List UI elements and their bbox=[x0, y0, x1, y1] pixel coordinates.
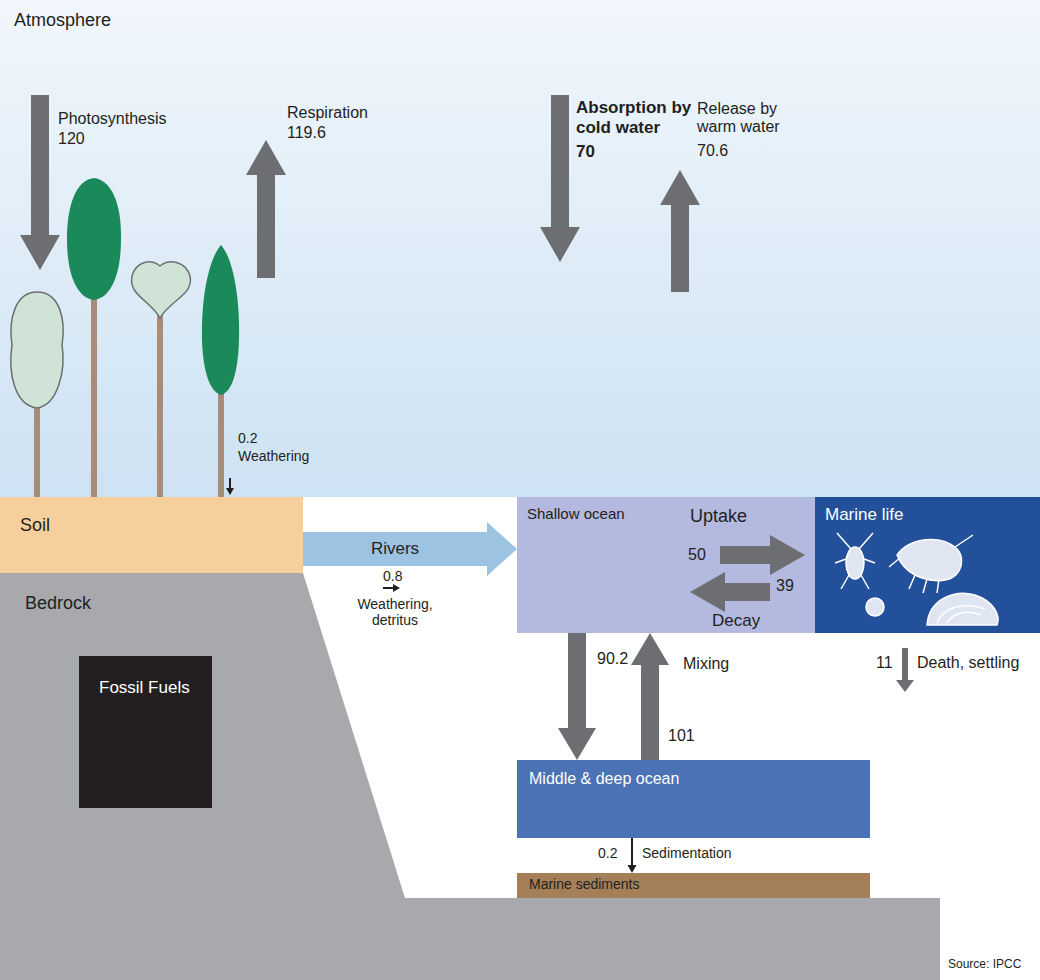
deep-ocean-box: Middle & deep ocean bbox=[517, 760, 870, 838]
flux-label: 0.2 bbox=[598, 845, 617, 861]
flux-label: Source: IPCC bbox=[948, 958, 1021, 972]
settling-arrow bbox=[896, 648, 914, 692]
flux-label: Respiration bbox=[287, 104, 368, 122]
fossil-fuel-box: Fossil Fuels bbox=[79, 656, 212, 808]
flux-label: Release by warm water bbox=[697, 100, 802, 137]
sky-ground bbox=[0, 0, 1040, 497]
node-text: Atmosphere bbox=[14, 10, 1026, 31]
flux-label: Mixing bbox=[683, 655, 729, 673]
flux-label: 119.6 bbox=[287, 124, 326, 142]
downwelling-arrow bbox=[558, 633, 596, 760]
flux-label: Weathering, detritus bbox=[345, 596, 445, 628]
sediment-layer: Marine sediments bbox=[517, 873, 870, 898]
flux-label: 0.8 bbox=[383, 568, 402, 584]
flux-label: 0.2 bbox=[238, 430, 257, 446]
flux-label: 70.6 bbox=[697, 142, 728, 160]
bottom-rock bbox=[404, 898, 940, 980]
node-text: Middle & deep ocean bbox=[529, 770, 858, 788]
shallow-ocean-box: Shallow ocean bbox=[517, 497, 815, 633]
flux-label: 101 bbox=[668, 727, 695, 745]
node-text: Marine life bbox=[825, 505, 1030, 525]
marine-life-box: Marine life bbox=[815, 497, 1040, 633]
flux-label: Decay bbox=[712, 611, 760, 631]
respiration-arrow bbox=[246, 140, 286, 278]
node-text: Bedrock bbox=[25, 593, 380, 614]
flux-label: 70 bbox=[576, 142, 595, 162]
sedimentation-arrow bbox=[628, 838, 637, 873]
flux-label: 50 bbox=[688, 546, 706, 564]
flux-label: 39 bbox=[776, 577, 794, 595]
flux-label: Weathering bbox=[238, 448, 309, 464]
mixing-arrow bbox=[631, 633, 669, 760]
node-text: Soil bbox=[20, 515, 283, 536]
detritus-arrow bbox=[383, 584, 400, 592]
flux-label: Death, settling bbox=[917, 654, 1019, 672]
node-text: Fossil Fuels bbox=[99, 678, 192, 698]
flux-label: Uptake bbox=[690, 506, 747, 527]
flux-label: 90.2 bbox=[597, 650, 628, 668]
flux-label: 11 bbox=[876, 654, 893, 672]
edge-label: Rivers bbox=[371, 539, 419, 559]
atmosphere-band: Atmosphere bbox=[0, 0, 1040, 497]
absorption-arrow bbox=[540, 95, 580, 262]
release-arrow bbox=[660, 170, 700, 292]
flux-label: Absorption by cold water bbox=[576, 98, 696, 137]
photosynthesis-arrow bbox=[20, 95, 60, 270]
weathering-arrow bbox=[226, 478, 234, 495]
bedrock-layer: BedrockFossil Fuels bbox=[0, 573, 405, 980]
flux-label: Sedimentation bbox=[642, 845, 732, 861]
node-text: Shallow ocean bbox=[527, 505, 805, 522]
flux-label: Photosynthesis bbox=[58, 110, 167, 128]
soil-layer: Soil bbox=[0, 497, 303, 573]
flux-label: 120 bbox=[58, 130, 85, 148]
river-arrow bbox=[303, 522, 517, 576]
node-text: Marine sediments bbox=[529, 876, 858, 892]
